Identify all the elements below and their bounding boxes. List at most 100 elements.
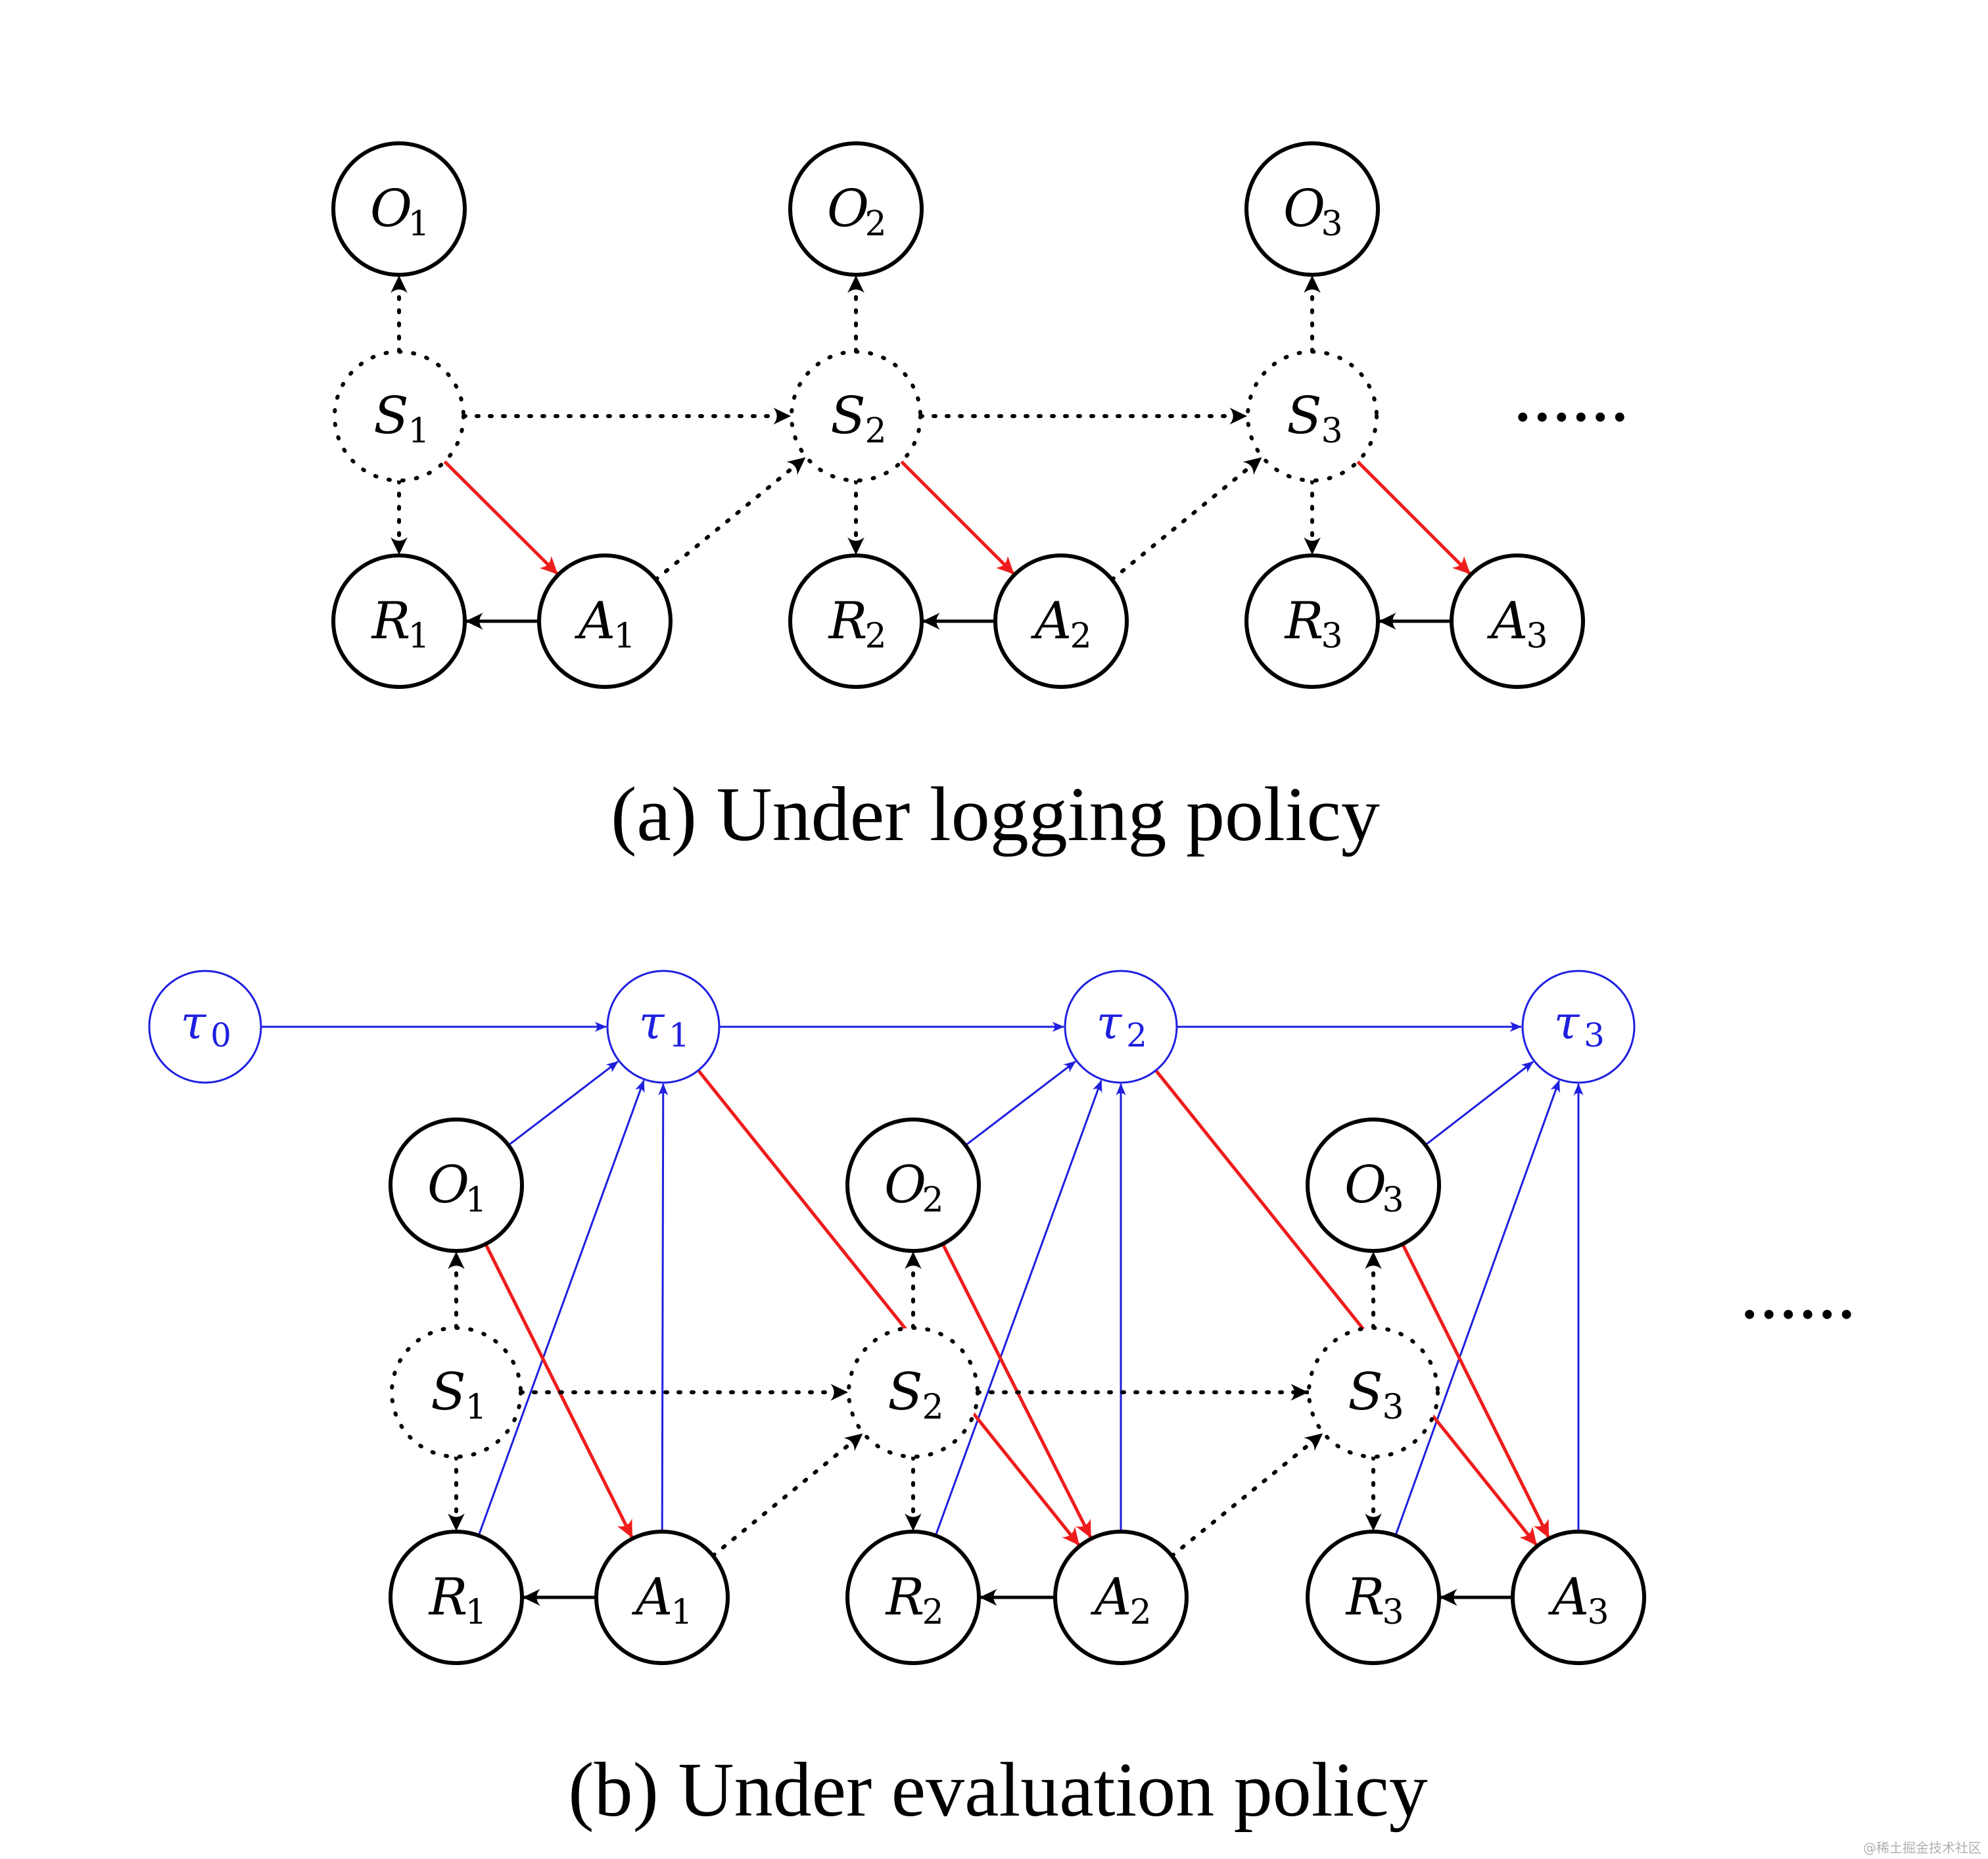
node-circle: [845, 1118, 981, 1253]
node-label: R: [828, 592, 868, 651]
node-circle: [1244, 141, 1380, 277]
panel-a-edges: [390, 274, 1471, 630]
edge-a2-to-s3: [1170, 1432, 1325, 1558]
node-circle: [1246, 350, 1379, 482]
node-subscript: 2: [922, 1593, 943, 1632]
node-subscript: 1: [465, 1181, 486, 1220]
edge-t1-to-a2: [697, 1069, 1081, 1546]
node-subscript: 3: [1382, 1388, 1404, 1427]
node-s2: S2: [847, 1326, 980, 1459]
edge-r1-to-t1: [477, 1079, 645, 1536]
node-subscript: 1: [465, 1593, 486, 1632]
node-label: A: [575, 592, 615, 651]
node-subscript: 1: [408, 204, 429, 244]
node-subscript: 3: [1321, 204, 1342, 244]
node-s2: S2: [790, 350, 922, 482]
node-label: O: [827, 179, 869, 239]
node-circle: [845, 1530, 981, 1665]
node-subscript: 2: [922, 1388, 943, 1427]
node-label: S: [888, 1363, 922, 1422]
node-subscript: 3: [1584, 1016, 1605, 1054]
node-circle: [1064, 970, 1178, 1084]
node-o1: O1: [389, 1118, 524, 1253]
edge-o3-to-a3: [1401, 1243, 1550, 1538]
node-label: O: [1283, 179, 1325, 239]
edge-r2-to-t2: [934, 1079, 1102, 1536]
edge-a1-to-t1: [658, 1083, 669, 1532]
node-label: τ: [1554, 996, 1580, 1050]
node-label: τ: [1097, 996, 1123, 1050]
node-subscript: 3: [1321, 617, 1342, 656]
node-label: R: [1284, 592, 1324, 651]
node-label: A: [1548, 1568, 1589, 1627]
node-circle: [1244, 553, 1380, 689]
node-label: O: [370, 179, 412, 239]
node-circle: [606, 970, 721, 1084]
node-circle: [537, 553, 673, 689]
node-s1: S1: [390, 1326, 523, 1459]
node-r1: R1: [331, 553, 467, 689]
node-circle: [594, 1530, 730, 1665]
node-circle: [788, 553, 924, 689]
node-subscript: 2: [864, 204, 886, 244]
node-label: R: [371, 592, 411, 651]
node-circle: [1306, 1118, 1441, 1253]
node-o3: O3: [1306, 1118, 1441, 1253]
node-circle: [788, 141, 924, 277]
node-a2: A2: [1053, 1530, 1189, 1665]
node-label: R: [885, 1568, 925, 1627]
panel-a-continuation-dots: ......: [1513, 352, 1630, 438]
edge-a1-to-s2: [653, 456, 807, 582]
node-label: S: [1287, 387, 1321, 446]
node-circle: [1511, 1530, 1646, 1665]
node-circle: [1306, 1530, 1441, 1665]
edge-o2-to-t2: [964, 1060, 1076, 1146]
node-subscript: 1: [669, 1016, 690, 1054]
node-label: τ: [639, 996, 665, 1050]
node-o2: O2: [788, 141, 924, 277]
edge-a1-to-s2: [711, 1432, 864, 1558]
panel-b-edges: [261, 1022, 1584, 1606]
node-subscript: 3: [1587, 1593, 1609, 1632]
panel-b-caption: (b) Under evaluation policy: [568, 1747, 1427, 1833]
node-label: A: [1487, 592, 1528, 651]
node-label: S: [431, 1363, 465, 1422]
node-circle: [148, 970, 262, 1084]
node-label: A: [632, 1568, 673, 1627]
node-label: τ: [181, 996, 207, 1050]
node-circle: [993, 553, 1129, 689]
node-label: R: [428, 1568, 468, 1627]
node-label: S: [1348, 1363, 1383, 1422]
node-subscript: 0: [210, 1016, 231, 1054]
node-label: O: [884, 1156, 926, 1215]
node-circle: [331, 141, 467, 277]
node-r2: R2: [845, 1530, 981, 1665]
node-circle: [847, 1326, 980, 1459]
node-subscript: 2: [864, 617, 886, 656]
node-r1: R1: [389, 1530, 524, 1665]
panel-b-continuation-dots: ......: [1740, 1249, 1857, 1335]
node-r2: R2: [788, 553, 924, 689]
edge-t2-to-a3: [1154, 1069, 1538, 1546]
node-a3: A3: [1450, 553, 1585, 689]
node-subscript: 2: [1126, 1016, 1147, 1054]
edge-s2-to-a2: [900, 460, 1015, 575]
node-r3: R3: [1306, 1530, 1441, 1665]
node-circle: [1450, 553, 1585, 689]
node-subscript: 2: [1070, 617, 1091, 656]
node-circle: [1521, 970, 1636, 1084]
node-subscript: 2: [864, 412, 886, 451]
node-a1: A1: [537, 553, 673, 689]
node-subscript: 1: [408, 412, 429, 451]
node-subscript: 3: [1321, 412, 1342, 451]
node-r3: R3: [1244, 553, 1380, 689]
edge-o1-to-t1: [508, 1060, 619, 1146]
